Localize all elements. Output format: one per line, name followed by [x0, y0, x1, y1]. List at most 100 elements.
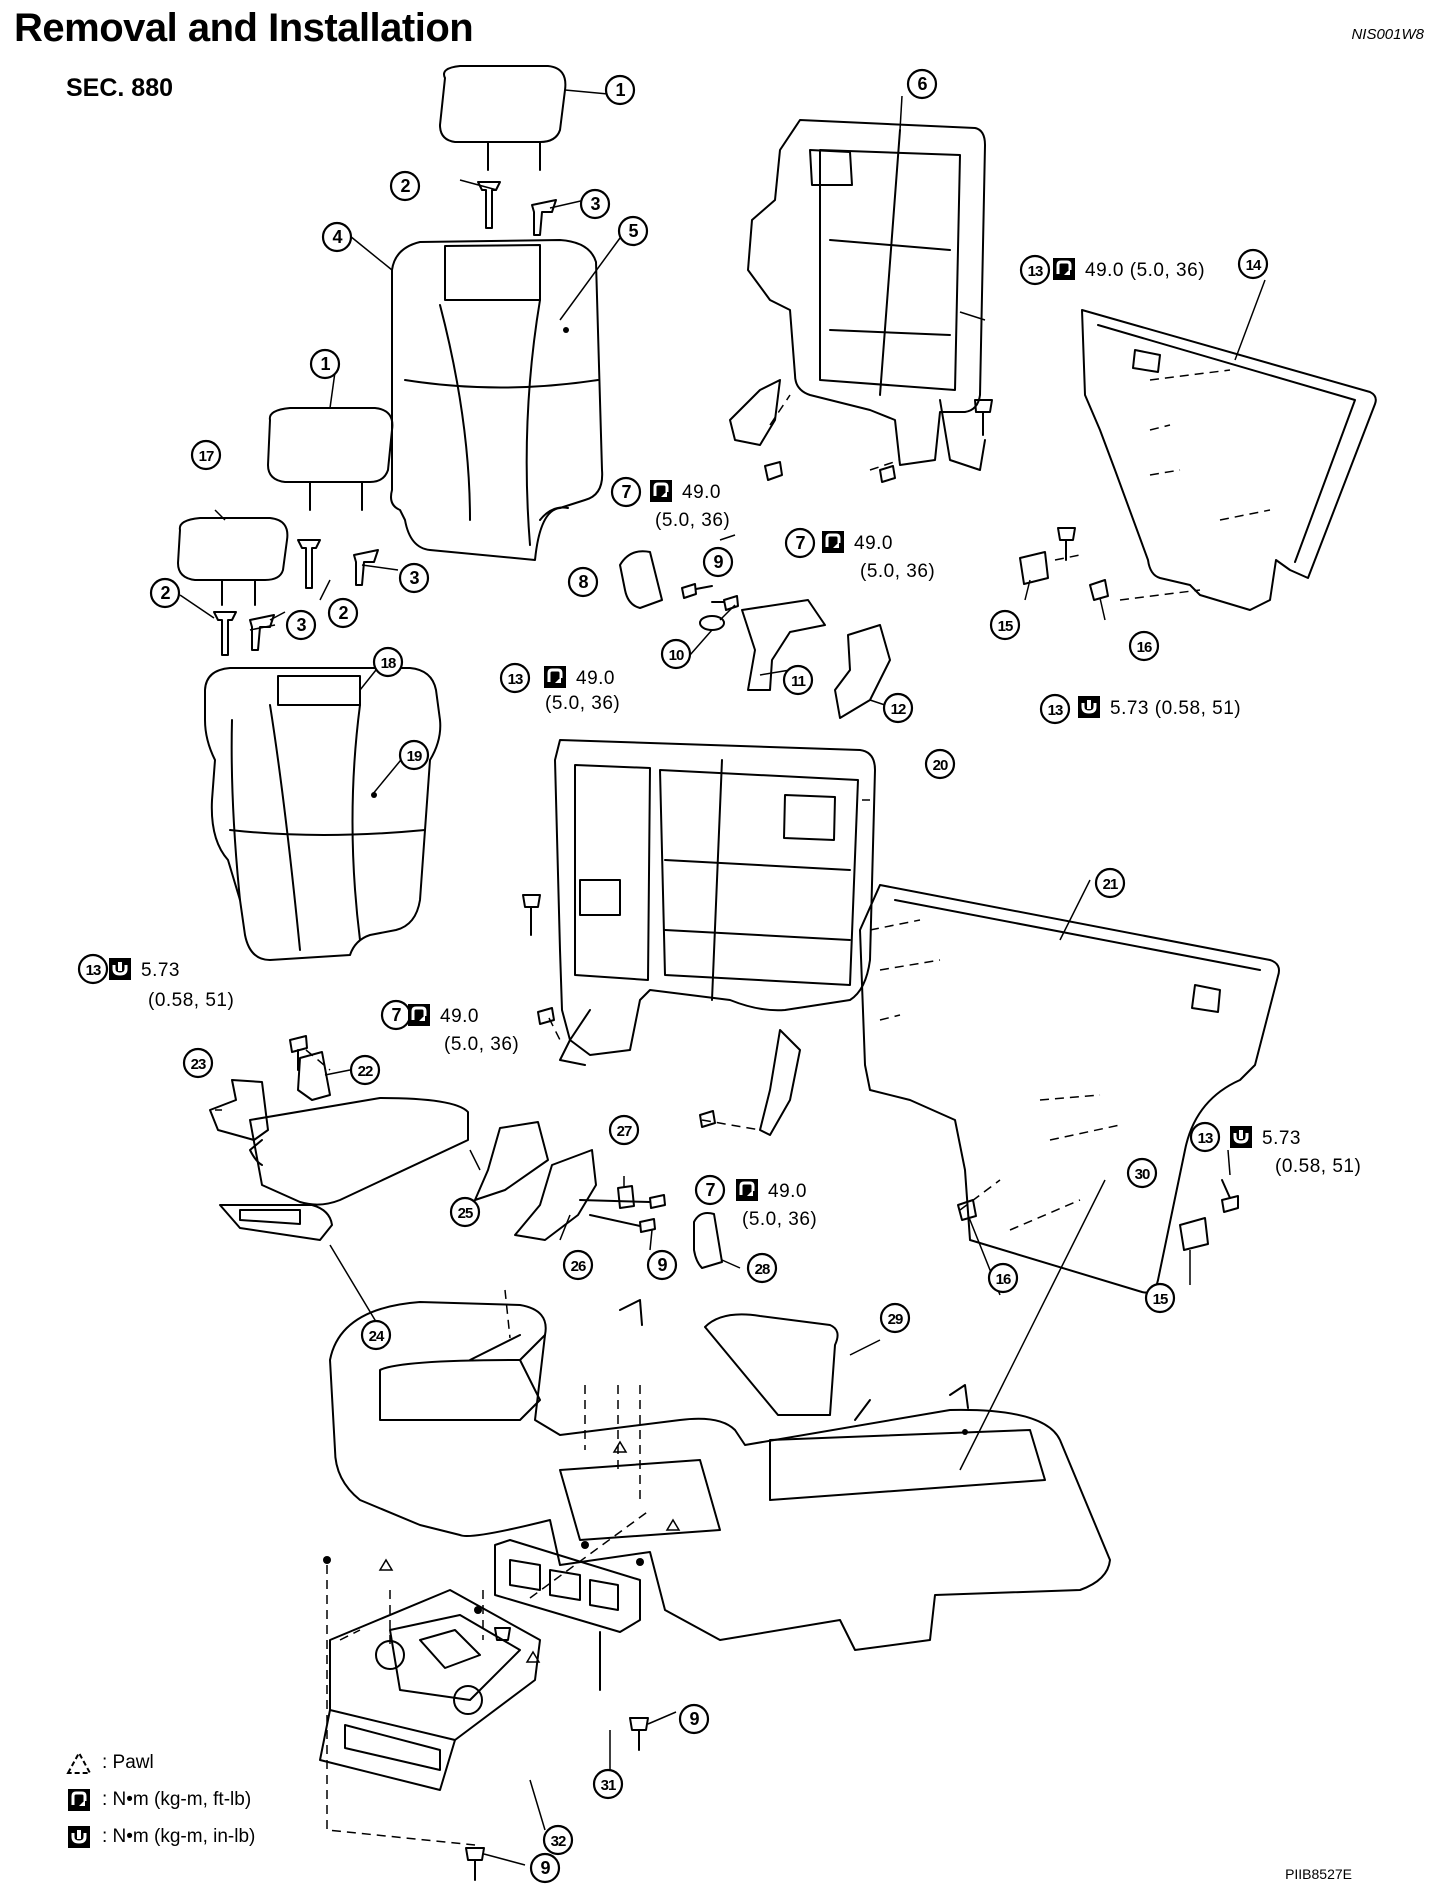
torque-spec-4: 5.73 (0.58, 51): [1076, 694, 1241, 720]
svg-text:19: 19: [407, 748, 422, 765]
svg-text:9: 9: [689, 1709, 699, 1729]
callout-14: 14: [1237, 248, 1269, 280]
torque-value: 5.73: [141, 960, 180, 981]
svg-text:26: 26: [571, 1258, 586, 1275]
headrest-guides-upper: [477, 181, 557, 236]
svg-text:13: 13: [1048, 702, 1063, 719]
screws-9-mid: [579, 1194, 666, 1233]
svg-text:7: 7: [795, 533, 805, 553]
torque-ft-lb-icon: [734, 1177, 760, 1203]
document-id: NIS001W8: [1351, 26, 1424, 43]
callout-27: 27: [608, 1114, 640, 1146]
callout-29: 29: [879, 1302, 911, 1334]
svg-text:29: 29: [888, 1311, 903, 1328]
callout-12: 12: [882, 692, 914, 724]
bolt-9-bottom: [465, 1847, 485, 1881]
callout-9: 9: [529, 1852, 561, 1884]
torque-units: (5.0, 36): [860, 561, 935, 582]
svg-text:9: 9: [540, 1858, 550, 1878]
callout-28: 28: [746, 1252, 778, 1284]
callout-7: 7: [380, 999, 412, 1031]
svg-text:12: 12: [891, 701, 906, 718]
svg-text:8: 8: [578, 572, 588, 592]
bracket-23: [209, 1079, 269, 1141]
svg-text:31: 31: [601, 1777, 616, 1794]
cover-25: [474, 1121, 549, 1201]
torque-spec-8: 49.0(5.0, 36): [734, 1177, 817, 1230]
torque-value: 49.0: [440, 1006, 479, 1027]
callout-11: 11: [782, 664, 814, 696]
clip-16-upper: [1089, 579, 1109, 601]
dashed-lines: [305, 369, 1271, 1846]
svg-text:7: 7: [705, 1180, 715, 1200]
torque-ft-lb-icon: [68, 1789, 90, 1811]
svg-text:25: 25: [458, 1205, 473, 1222]
svg-text:30: 30: [1135, 1166, 1150, 1183]
headrest-upper: [439, 65, 567, 171]
torque-value: 49.0 (5.0, 36): [1085, 260, 1205, 281]
svg-text:3: 3: [296, 615, 306, 635]
torque-in-lb-icon: [1228, 1124, 1254, 1150]
leader-lines: [179, 89, 1266, 1866]
torque-value: 49.0: [768, 1181, 807, 1202]
clip-16-lower: [957, 1199, 977, 1221]
svg-text:17: 17: [199, 448, 214, 465]
callout-9: 9: [702, 546, 734, 578]
seatback-trim-upper: [390, 239, 604, 561]
callout-8: 8: [567, 566, 599, 598]
svg-text:23: 23: [191, 1056, 206, 1073]
torque-units: (5.0, 36): [545, 693, 620, 714]
svg-text:9: 9: [713, 552, 723, 572]
svg-text:10: 10: [669, 647, 684, 664]
callout-13: 13: [77, 953, 109, 985]
bolt-9-lower-right: [629, 1717, 649, 1751]
callout-7: 7: [694, 1174, 726, 1206]
torque-spec-3: 49.0(5.0, 36): [820, 529, 935, 582]
seatback-board-lower: [859, 884, 1280, 1294]
bolt-13-right: [1057, 527, 1076, 561]
torque-ft-lb-icon: [820, 529, 846, 555]
svg-text:2: 2: [338, 603, 348, 623]
torque-units: (5.0, 36): [444, 1034, 519, 1055]
callout-32: 32: [542, 1824, 574, 1856]
svg-text:15: 15: [998, 618, 1013, 635]
callout-4: 4: [321, 221, 353, 253]
svg-text:3: 3: [409, 568, 419, 588]
callout-22: 22: [349, 1054, 381, 1086]
callout-19: 19: [398, 739, 430, 771]
headrest-middle: [267, 407, 394, 511]
bracket-15-lower: [1179, 1217, 1209, 1251]
torque-spec-5: 49.0 (5.0, 36): [542, 664, 620, 714]
callout-13: 13: [1039, 693, 1071, 725]
torque-spec-9: 5.73(0.58, 51): [1228, 1124, 1361, 1177]
torque-value: 49.0: [576, 668, 615, 689]
callout-24: 24: [360, 1319, 392, 1351]
callout-1: 1: [309, 348, 341, 380]
cover-26: [514, 1149, 597, 1241]
callout-13: 13: [499, 662, 531, 694]
svg-text:13: 13: [508, 671, 523, 688]
svg-text:22: 22: [358, 1063, 373, 1080]
bolt-13-left: [289, 1035, 308, 1071]
frame-lower-hinge: [759, 1029, 801, 1136]
callout-6: 6: [906, 68, 938, 100]
svg-text:2: 2: [400, 176, 410, 196]
torque-in-lb-icon: [68, 1826, 90, 1848]
svg-text:21: 21: [1103, 876, 1118, 893]
cap-10: [699, 615, 725, 631]
callout-2: 2: [149, 577, 181, 609]
callout-7: 7: [784, 527, 816, 559]
callout-9: 9: [646, 1249, 678, 1281]
legend-nm-in-text: : N•m (kg-m, in-lb): [102, 1826, 256, 1847]
callout-16: 16: [987, 1262, 1019, 1294]
callout-13: 13: [1019, 254, 1051, 286]
callout-13: 13: [1189, 1121, 1221, 1153]
torque-value: 5.73: [1262, 1128, 1301, 1149]
nut-frame-upper-right: [879, 465, 896, 483]
callout-30: 30: [1126, 1157, 1158, 1189]
torque-spec-6: 5.73(0.58, 51): [107, 956, 234, 1011]
torque-spec-7: 49.0 (5.0, 36): [406, 1002, 519, 1055]
torque-value: 5.73 (0.58, 51): [1110, 698, 1241, 719]
nut-7-lower-right: [699, 1110, 716, 1128]
callout-20: 20: [924, 748, 956, 780]
